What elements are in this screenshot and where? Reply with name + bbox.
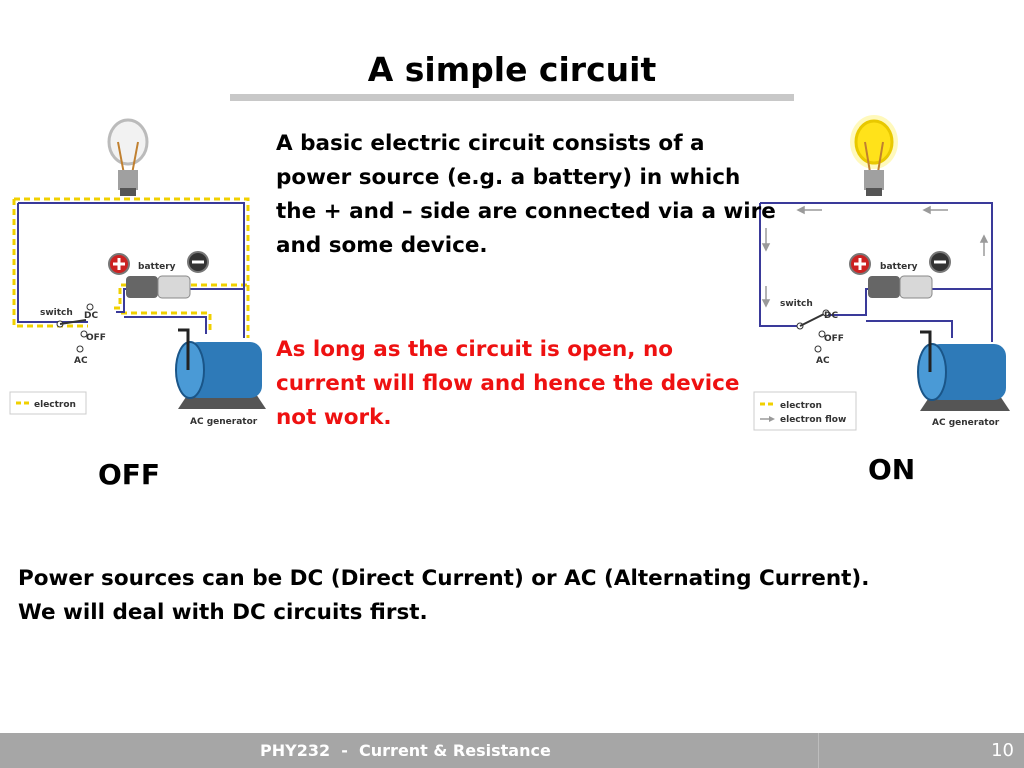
- dc-label: DC: [824, 311, 838, 321]
- power-sources-paragraph: Power sources can be DC (Direct Current)…: [18, 566, 870, 625]
- title-underline: [230, 94, 794, 101]
- dc-label: DC: [84, 311, 98, 321]
- switch-label: switch: [780, 299, 813, 309]
- wire: [759, 202, 993, 342]
- intro-paragraph: A basic electric circuit consists of a p…: [276, 131, 776, 258]
- battery: battery: [849, 251, 951, 299]
- ac-label: AC: [816, 356, 830, 366]
- generator-label: AC generator: [932, 418, 1000, 428]
- legend: electron: [9, 391, 87, 415]
- off-state-label: OFF: [98, 458, 161, 491]
- ac-label: AC: [74, 356, 88, 366]
- legend-electron-flow: electron flow: [780, 415, 846, 425]
- ac-generator: AC generator: [917, 330, 1010, 428]
- slide-title: A simple circuit: [367, 50, 657, 89]
- circuit-diagram-off: battery switch DC OFF AC AC generator el…: [9, 118, 266, 427]
- open-circuit-paragraph: As long as the circuit is open, no curre…: [276, 337, 740, 430]
- legend: electron electron flow: [753, 391, 857, 431]
- footer-course-title: PHY232 - Current & Resistance: [260, 741, 551, 760]
- light-bulb-on: [850, 115, 898, 196]
- ac-generator: AC generator: [175, 328, 266, 427]
- off-switch-label: OFF: [824, 334, 844, 344]
- off-switch-label: OFF: [86, 333, 106, 343]
- battery-label: battery: [880, 262, 918, 272]
- circuit-diagram-on: battery switch DC OFF AC AC generator el…: [753, 115, 1010, 431]
- switch: switch DC OFF AC: [40, 303, 106, 366]
- battery-label: battery: [138, 262, 176, 272]
- light-bulb-off: [107, 118, 149, 196]
- generator-label: AC generator: [190, 417, 258, 427]
- switch: switch DC OFF AC: [780, 299, 844, 366]
- on-state-label: ON: [868, 453, 916, 486]
- switch-label: switch: [40, 308, 73, 318]
- electron-flow-arrows: [761, 205, 989, 308]
- legend-electron: electron: [34, 400, 76, 410]
- footer-bar: PHY232 - Current & Resistance 10: [0, 733, 1024, 768]
- page-number: 10: [991, 740, 1014, 761]
- battery: battery: [108, 251, 209, 299]
- footer-divider: [818, 733, 819, 768]
- legend-electron: electron: [780, 401, 822, 411]
